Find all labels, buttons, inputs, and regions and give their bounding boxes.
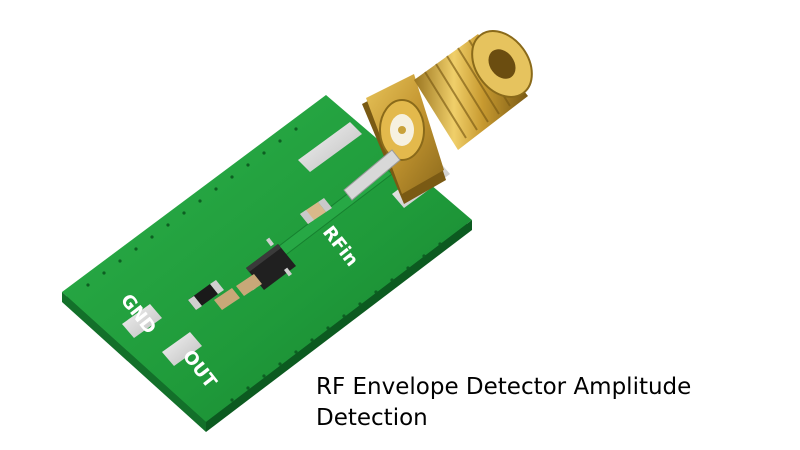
caption: RF Envelope Detector Amplitude Detection [316,372,736,434]
via-row [86,127,442,402]
smd-capacitor [300,198,332,224]
caption-line-2: Detection [316,405,428,431]
caption-line-1: RF Envelope Detector Amplitude [316,374,692,400]
sma-connector [343,30,533,204]
smd-capacitor-2 [214,274,262,310]
smd-resistor [188,280,224,310]
output-pads [122,304,202,366]
